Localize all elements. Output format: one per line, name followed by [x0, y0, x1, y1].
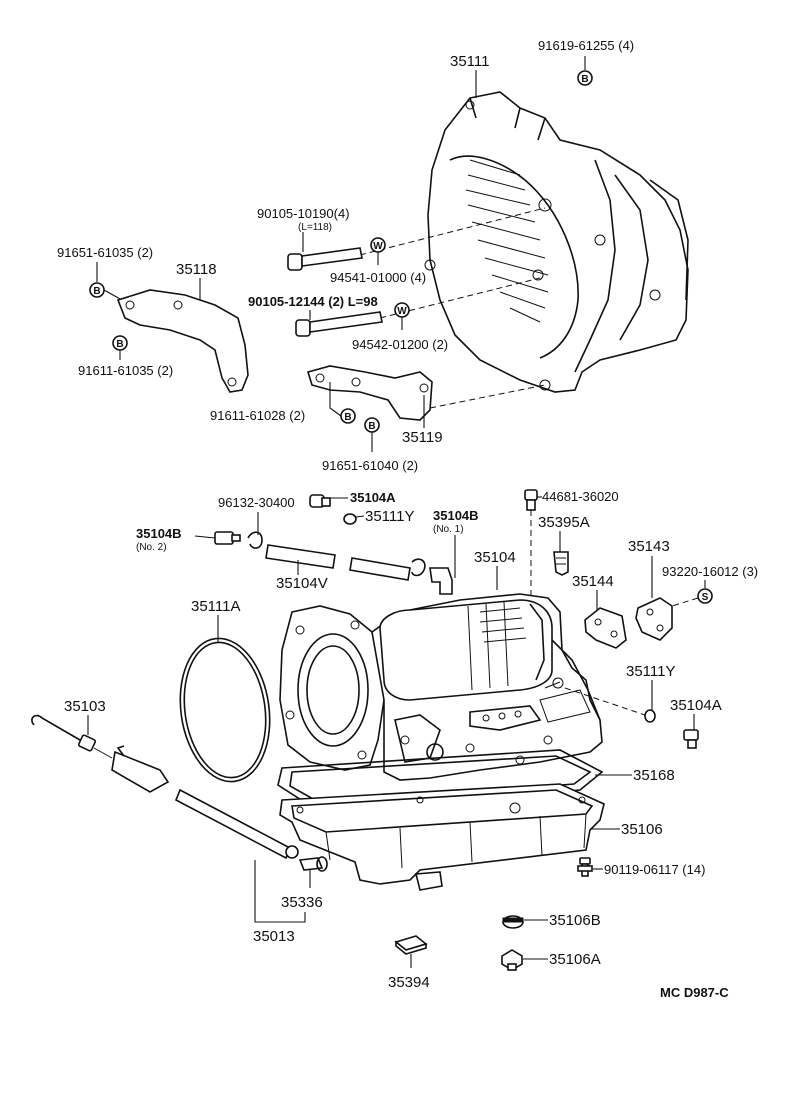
label-35336: 35336	[281, 894, 323, 911]
bracket-35118	[116, 289, 249, 393]
svg-text:B: B	[581, 74, 588, 85]
o-ring-35111Y-top	[343, 513, 357, 525]
label-90105-10190: 90105-10190(4)	[257, 206, 350, 221]
bracket-35119	[306, 365, 433, 421]
o-ring-35336	[298, 856, 328, 872]
label-35119: 35119	[402, 429, 443, 446]
label-35111: 35111	[450, 53, 490, 70]
svg-text:B: B	[344, 412, 351, 423]
label-90105-12144: 90105-12144 (2) L=98	[248, 294, 378, 309]
dipstick-35103	[31, 714, 113, 759]
solenoid-35395A	[553, 551, 569, 576]
label-35143: 35143	[628, 538, 670, 555]
label-35103: 35103	[64, 698, 106, 715]
svg-text:B: B	[116, 339, 123, 350]
label-35106: 35106	[621, 821, 663, 838]
b-marker-icon	[577, 70, 593, 86]
label-35013: 35013	[253, 928, 295, 945]
svg-text:S: S	[702, 592, 709, 603]
label-35394: 35394	[388, 974, 430, 991]
label-35118: 35118	[176, 261, 217, 278]
label-35111A: 35111A	[191, 598, 241, 615]
label-91651-61035: 91651-61035 (2)	[57, 245, 153, 260]
label-35168: 35168	[633, 767, 675, 784]
bolt-90105-12144	[295, 311, 383, 337]
o-ring-35111Y-mid	[644, 709, 656, 723]
magnet-35394	[394, 935, 428, 955]
bell-housing-35111	[424, 91, 689, 393]
bolt-90119-06117	[577, 857, 593, 877]
plug-35104A-mid	[683, 729, 699, 749]
label-44681-36020: 44681-36020	[542, 489, 619, 504]
label-35111Y-mid: 35111Y	[626, 663, 676, 680]
svg-text:B: B	[93, 286, 100, 297]
label-35395A: 35395A	[538, 514, 590, 531]
union-35104B-no2	[214, 531, 241, 545]
label-90119-06117: 90119-06117 (14)	[604, 862, 705, 877]
label-no1: (No. 1)	[433, 524, 464, 535]
oil-pan-35106	[279, 783, 605, 891]
label-91619-61255: 91619-61255 (4)	[538, 38, 634, 53]
label-96132-30400: 96132-30400	[218, 495, 295, 510]
hose-clamp-96132	[247, 531, 263, 549]
label-91611-61035: 91611-61035 (2)	[78, 363, 173, 378]
svg-text:B: B	[368, 421, 375, 432]
label-35104A-mid: 35104A	[670, 697, 722, 714]
bolt-44681-36020	[524, 489, 538, 511]
drain-plug-35106A	[501, 949, 523, 971]
label-93220-16012: 93220-16012 (3)	[662, 564, 758, 579]
label-91651-61040: 91651-61040 (2)	[322, 458, 418, 473]
plate-35144	[584, 607, 627, 649]
label-35111Y-top: 35111Y	[365, 508, 415, 525]
label-no2: (No. 2)	[136, 542, 167, 553]
gasket-35168	[277, 749, 604, 813]
hose-35104V-right	[349, 557, 453, 595]
s-marker-icon	[697, 588, 713, 604]
transmission-case-35104	[279, 593, 603, 781]
svg-text:W: W	[397, 306, 407, 317]
breather-plug-35104A	[309, 494, 331, 508]
label-35104B-no2: 35104B	[136, 526, 182, 541]
dipstick-tube-35013	[111, 745, 299, 860]
label-91611-61028: 91611-61028 (2)	[210, 408, 305, 423]
gasket-35106B	[502, 915, 524, 929]
label-35104V: 35104V	[276, 575, 328, 592]
diagram-code: MC D987-C	[660, 985, 729, 1000]
label-35104A-top: 35104A	[350, 490, 396, 505]
label-35104B-no1: 35104B	[433, 508, 479, 523]
label-94542-01200: 94542-01200 (2)	[352, 337, 448, 352]
svg-text:W: W	[373, 241, 383, 252]
plate-35143	[635, 597, 673, 641]
hose-35104V	[265, 544, 336, 569]
label-l118: (L=118)	[298, 222, 332, 233]
label-35144: 35144	[572, 573, 614, 590]
o-ring-35111A	[179, 637, 271, 783]
bolt-90105-10190	[287, 247, 363, 271]
label-35106B: 35106B	[549, 912, 601, 929]
label-35106A: 35106A	[549, 951, 601, 968]
label-94541-01000: 94541-01000 (4)	[330, 270, 426, 285]
label-35104: 35104	[474, 549, 516, 566]
